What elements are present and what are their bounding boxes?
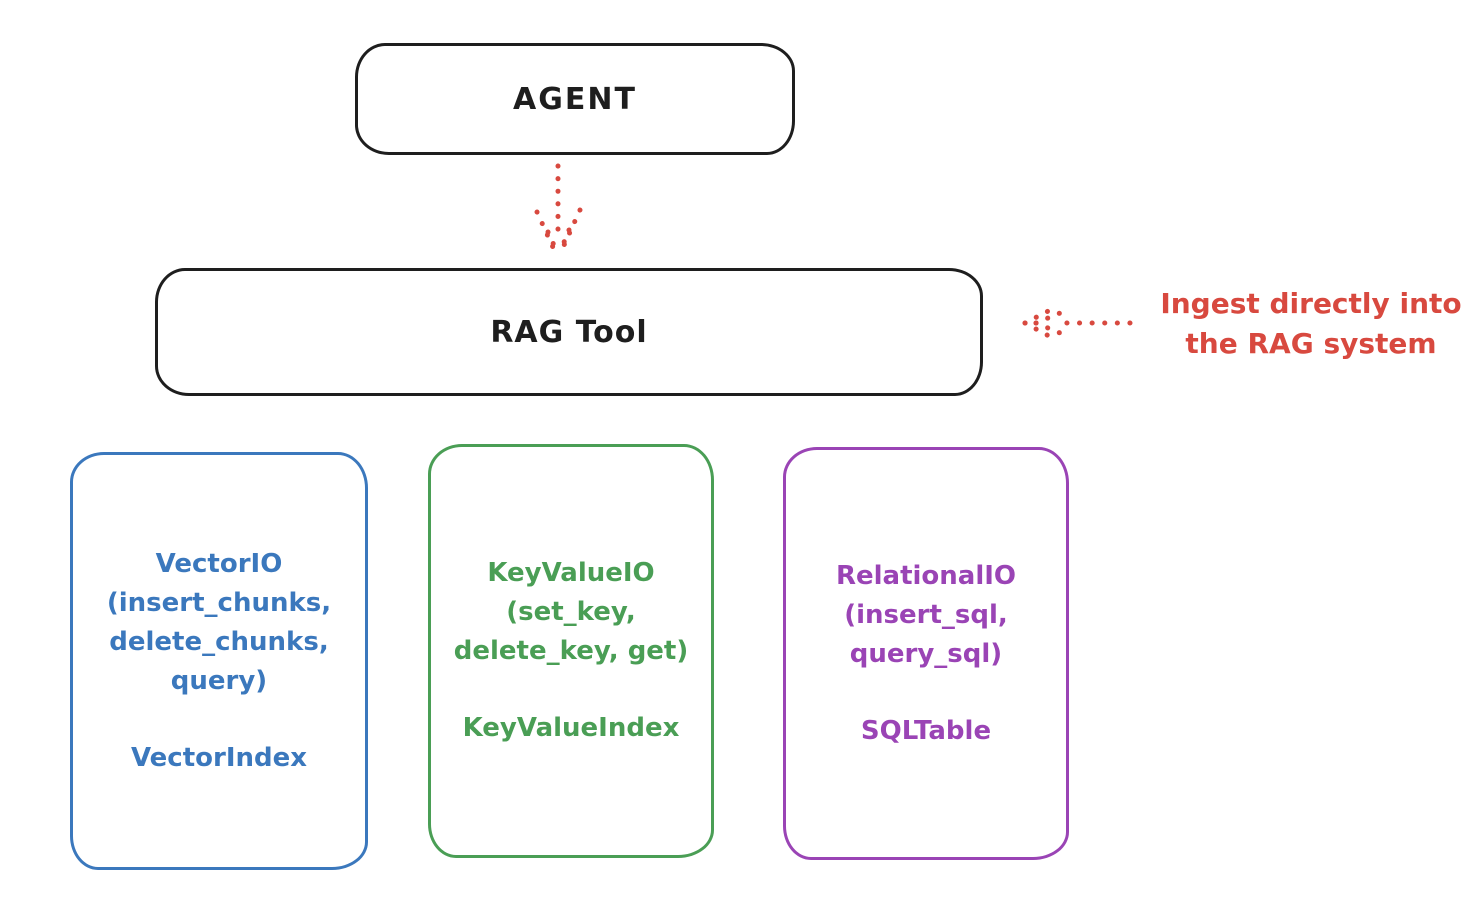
rag-tool-label: RAG Tool (490, 314, 648, 350)
rag-tool-box: RAG Tool (155, 268, 983, 396)
backend-line: (insert_sql, (844, 599, 1008, 630)
backend-index-label: VectorIndex (130, 742, 308, 773)
backend-line: KeyValueIO (487, 558, 655, 588)
keyvalue-io-box: KeyValueIO (set_key, delete_key, get) Ke… (428, 444, 714, 858)
ingest-annotation: Ingest directly into the RAG system (1138, 284, 1484, 364)
agent-to-rag-arrow-icon (534, 163, 583, 257)
agent-box: AGENT (355, 43, 795, 155)
backend-line: (insert_chunks, (106, 587, 332, 618)
backend-line: query) (170, 665, 268, 696)
backend-line: delete_key, get) (453, 636, 689, 666)
backend-line: query_sql) (849, 638, 1003, 669)
backend-capabilities: VectorIO (insert_chunks, delete_chunks, … (107, 545, 331, 701)
backend-capabilities: KeyValueIO (set_key, delete_key, get) (454, 554, 689, 671)
ingest-annotation-line1: Ingest directly into (1160, 287, 1462, 320)
backend-capabilities: RelationalIO (insert_sql, query_sql) (836, 557, 1016, 674)
relational-io-box: RelationalIO (insert_sql, query_sql) SQL… (783, 447, 1069, 860)
ingest-annotation-line2: the RAG system (1185, 327, 1437, 360)
backend-line: delete_chunks, (109, 626, 329, 657)
backend-line: VectorIO (155, 548, 283, 579)
agent-label: AGENT (513, 81, 637, 117)
ingest-arrow-icon (1022, 303, 1133, 344)
backend-line: RelationalIO (835, 560, 1017, 591)
backend-index-label: SQLTable (860, 715, 992, 746)
backend-line: (set_key, (506, 597, 636, 627)
vector-io-box: VectorIO (insert_chunks, delete_chunks, … (70, 452, 368, 870)
backend-index-label: KeyValueIndex (462, 713, 680, 743)
